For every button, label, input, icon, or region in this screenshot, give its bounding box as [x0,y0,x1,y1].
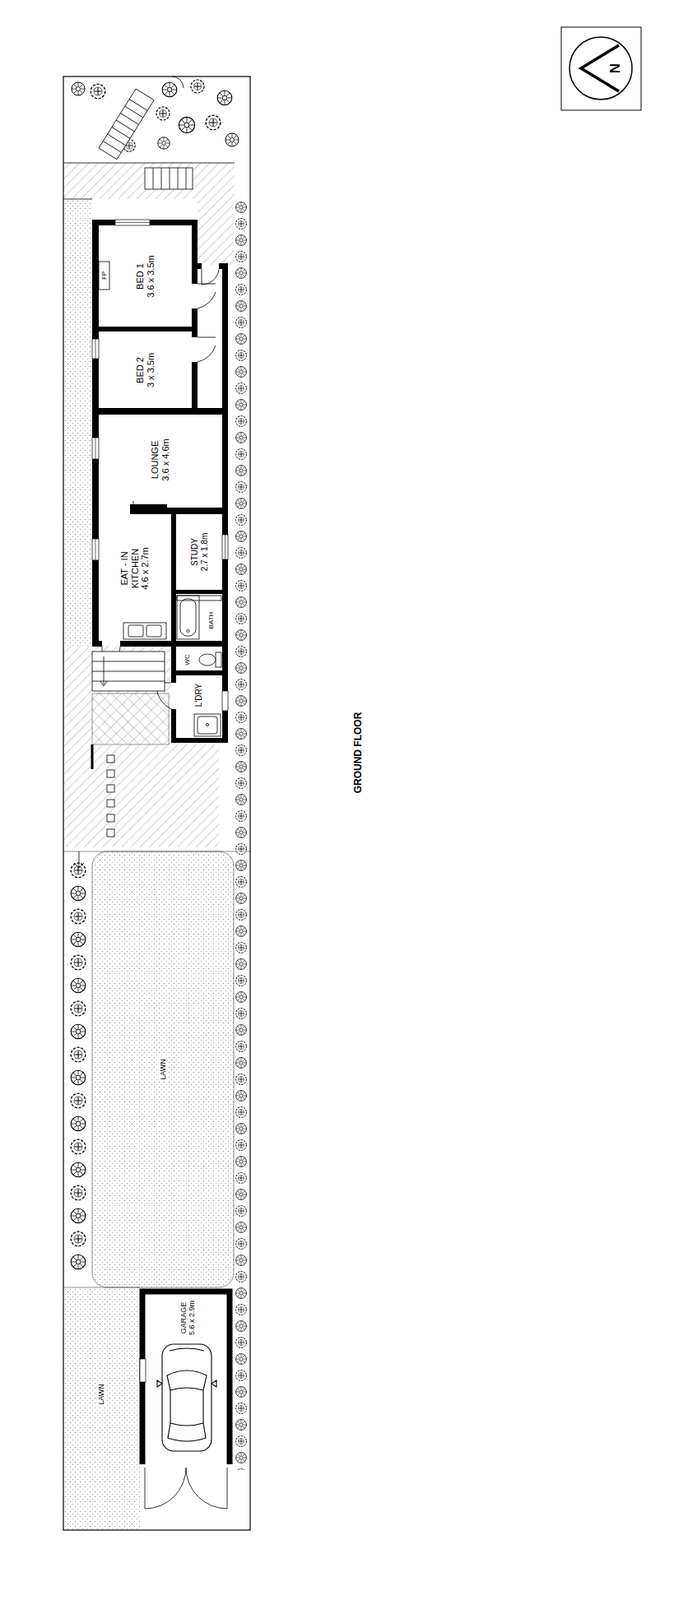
fireplace-label: FP [100,271,108,280]
room-area: L'DRY [176,677,222,713]
room-area: LAWN [93,855,233,1284]
room-size: 5.6 x 2.9m [187,1301,196,1336]
room-name: LAWN [158,1057,168,1083]
room-name: STUDY [190,533,200,572]
room-text-group: LAWN [158,1057,168,1083]
room-name: LAWN [97,1382,106,1408]
room-area: BED 13.6 x 3.5m [99,227,191,326]
room-area: LOUNGE3.6 x 4.6m [99,415,222,505]
room-text-group: EAT - IN KITCHEN4.6 x 2.7m [119,543,151,595]
room-size: 3 x 3.5m [145,352,157,387]
room-area: STUDY2.7 x 1.8m [176,515,222,590]
room-name: BATH [207,611,215,629]
plan-title: GROUND FLOOR [353,712,364,795]
room-area: WC [176,648,198,671]
room-text-group: BED 13.6 x 3.5m [134,255,156,298]
room-name: L'DRY [194,683,205,707]
room-area: EAT - IN KITCHEN4.6 x 2.7m [99,516,171,621]
room-text-group: LAWN [97,1382,106,1408]
room-name: WC [183,654,191,665]
room-area: BED 23 x 3.5m [99,332,191,408]
room-text-group: GARAGE5.6 x 2.9m [179,1301,197,1336]
room-text-group: STUDY2.7 x 1.8m [190,533,210,572]
room-text-group: BATH [207,611,215,629]
room-text-group: BED 23 x 3.5m [134,352,156,387]
room-text-group: WC [183,654,191,665]
room-size: 2.7 x 1.8m [199,533,210,572]
room-text-group: LOUNGE3.6 x 4.6m [149,438,171,481]
room-name: BED 2 [134,352,146,387]
room-size: 3.6 x 4.6m [160,438,172,481]
room-area: GARAGE5.6 x 2.9m [148,1295,228,1342]
room-text-group: L'DRY [194,683,205,707]
room-size: 4.6 x 2.7m [139,543,151,595]
room-name: EAT - IN KITCHEN [119,543,140,595]
room-name: BED 1 [134,255,146,298]
room-area: LAWN [65,1349,137,1441]
room-size: 3.6 x 3.5m [145,255,157,298]
room-area: BATH [200,601,222,639]
north-label: N [608,63,624,74]
room-name: LOUNGE [149,438,161,481]
room-name: GARAGE [179,1301,188,1336]
